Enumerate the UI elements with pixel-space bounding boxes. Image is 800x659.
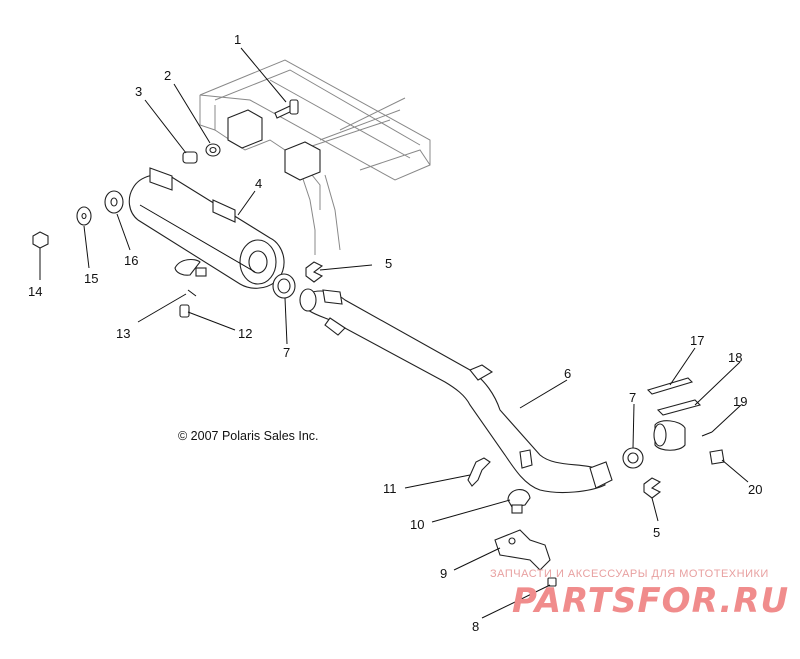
callout-7-lower: 7 xyxy=(629,390,636,405)
copyright-text: © 2007 Polaris Sales Inc. xyxy=(178,429,319,443)
callout-10: 10 xyxy=(410,517,424,532)
callout-15: 15 xyxy=(84,271,98,286)
callout-3: 3 xyxy=(135,84,142,99)
gasket-part-7-upper xyxy=(272,273,296,299)
bumper-part-10 xyxy=(507,489,531,514)
leader-lines xyxy=(39,47,749,619)
callout-labels: 1 2 3 4 5 6 7 8 9 10 11 12 13 14 15 16 1… xyxy=(28,32,762,634)
callout-17: 17 xyxy=(690,333,704,348)
washer-part-16 xyxy=(104,190,124,214)
callout-5-upper: 5 xyxy=(385,256,392,271)
callout-14: 14 xyxy=(28,284,42,299)
bracket-part-9 xyxy=(494,529,551,571)
pin-part-12 xyxy=(179,304,190,318)
grommet-part-2 xyxy=(205,143,221,157)
callout-18: 18 xyxy=(728,350,742,365)
callout-8: 8 xyxy=(472,619,479,634)
callout-16: 16 xyxy=(124,253,138,268)
screw-part-8 xyxy=(547,577,557,587)
callout-20: 20 xyxy=(748,482,762,497)
washer-part-15 xyxy=(76,206,92,226)
spring-part-5-lower xyxy=(643,477,662,499)
bolt-part-1 xyxy=(274,99,299,119)
spring-part-11 xyxy=(467,457,491,487)
callout-6: 6 xyxy=(564,366,571,381)
callout-11: 11 xyxy=(383,481,397,496)
spring-part-5-upper xyxy=(305,261,324,283)
clip-part-13 xyxy=(187,289,197,297)
muffler-part-4 xyxy=(128,167,285,289)
screw-part-19 xyxy=(701,431,713,437)
watermark-tagline: ЗАПЧАСТИ И АКСЕССУАРЫ ДЛЯ МОТОТЕХНИКИ xyxy=(490,568,769,580)
nut-part-14 xyxy=(32,231,49,249)
bushing-part-3 xyxy=(182,151,198,164)
callout-4: 4 xyxy=(255,176,262,191)
callout-7-upper: 7 xyxy=(283,345,290,360)
callout-9: 9 xyxy=(440,566,447,581)
watermark: ЗАПЧАСТИ И АКСЕССУАРЫ ДЛЯ МОТОТЕХНИКИ PA… xyxy=(490,568,789,621)
callout-12: 12 xyxy=(238,326,252,341)
gasket-part-17 xyxy=(646,377,694,395)
callout-1: 1 xyxy=(234,32,241,47)
head-pipe-part-6 xyxy=(299,288,613,494)
callout-19: 19 xyxy=(733,394,747,409)
gasket-part-7-lower xyxy=(622,447,644,469)
watermark-logo: PARTSFOR.RU xyxy=(512,581,789,621)
plug-part-20 xyxy=(709,449,725,465)
frame-mount-brackets xyxy=(227,109,321,181)
spark-arrester-part-18 xyxy=(653,399,702,451)
callout-2: 2 xyxy=(164,68,171,83)
callout-5-lower: 5 xyxy=(653,525,660,540)
callout-13: 13 xyxy=(116,326,130,341)
chassis-frame xyxy=(199,59,431,255)
